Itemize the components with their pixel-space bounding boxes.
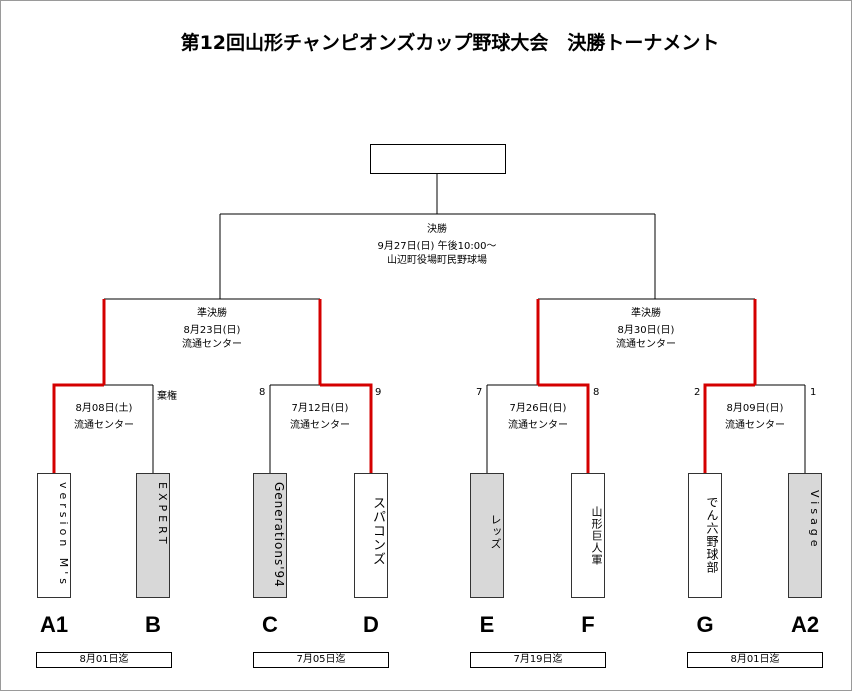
team-name: でん六野球部 bbox=[705, 496, 719, 574]
semifinal-date: 8月23日(日) bbox=[183, 325, 241, 336]
r1m3-red-path bbox=[538, 383, 590, 473]
round1-match-2-info: 7月12日(日) 流通センター bbox=[270, 400, 370, 434]
team-box-c: Generations'94 bbox=[253, 473, 287, 598]
semifinal-2-info: 準決勝 8月30日(日) 流通センター bbox=[586, 305, 706, 351]
match-venue: 流通センター bbox=[508, 420, 568, 431]
deadline-box-4: 8月01日迄 bbox=[687, 652, 823, 668]
match-date: 7月12日(日) bbox=[291, 403, 349, 414]
slot-label-a1: A1 bbox=[39, 612, 69, 637]
round1-match-1-info: 8月08日(土) 流通センター bbox=[54, 400, 154, 434]
score-r1m1-right: 棄権 bbox=[157, 391, 177, 402]
slot-label-e: E bbox=[479, 612, 495, 637]
slot-label-a2: A2 bbox=[790, 612, 820, 637]
match-venue: 流通センター bbox=[74, 420, 134, 431]
round1-match-3-info: 7月26日(日) 流通センター bbox=[488, 400, 588, 434]
team-name: Generations'94 bbox=[272, 482, 286, 588]
team-name: レッズ bbox=[489, 514, 502, 550]
score-r1m3-right: 8 bbox=[593, 387, 600, 398]
deadline-box-2: 7月05日迄 bbox=[253, 652, 389, 668]
final-date: 9月27日(日) 午後10:00～ bbox=[377, 241, 497, 252]
team-name: EXPERT bbox=[156, 482, 169, 548]
slot-label-b: B bbox=[145, 612, 161, 637]
score-r1m2-left: 8 bbox=[259, 387, 266, 398]
semifinal-date: 8月30日(日) bbox=[617, 325, 675, 336]
score-r1m4-right: 1 bbox=[810, 387, 817, 398]
team-box-g: でん六野球部 bbox=[688, 473, 722, 598]
match-date: 8月08日(土) bbox=[75, 403, 133, 414]
deadline-box-3: 7月19日迄 bbox=[470, 652, 606, 668]
semifinal-venue: 流通センター bbox=[616, 339, 676, 350]
match-venue: 流通センター bbox=[725, 420, 785, 431]
deadline-box-1: 8月01日迄 bbox=[36, 652, 172, 668]
score-r1m2-right: 9 bbox=[375, 387, 382, 398]
slot-label-c: C bbox=[262, 612, 278, 637]
team-name: Visage bbox=[808, 490, 821, 551]
match-date: 8月09日(日) bbox=[726, 403, 784, 414]
team-box-a1: version M's bbox=[37, 473, 71, 598]
slot-label-f: F bbox=[581, 612, 595, 637]
semifinal-1-info: 準決勝 8月23日(日) 流通センター bbox=[152, 305, 272, 351]
team-box-d: スパコンズ bbox=[354, 473, 388, 598]
final-label: 決勝 bbox=[427, 224, 447, 235]
slot-label-g: G bbox=[696, 612, 714, 637]
score-r1m3-left: 7 bbox=[476, 387, 483, 398]
team-name: スパコンズ bbox=[370, 496, 385, 566]
team-name: version M's bbox=[57, 482, 70, 589]
team-box-a2: Visage bbox=[788, 473, 822, 598]
team-box-f: 山形巨人軍 bbox=[571, 473, 605, 598]
r1m1-red-path bbox=[52, 383, 104, 473]
semifinal-label: 準決勝 bbox=[197, 308, 227, 319]
champion-box bbox=[370, 144, 506, 174]
team-name: 山形巨人軍 bbox=[590, 506, 603, 566]
match-venue: 流通センター bbox=[290, 420, 350, 431]
r1m4-red-path bbox=[703, 383, 755, 473]
semifinal-venue: 流通センター bbox=[182, 339, 242, 350]
score-r1m4-left: 2 bbox=[694, 387, 701, 398]
round1-match-4-info: 8月09日(日) 流通センター bbox=[705, 400, 805, 434]
slot-label-d: D bbox=[363, 612, 379, 637]
page-title: 第12回山形チャンピオンズカップ野球大会 決勝トーナメント bbox=[180, 32, 720, 54]
final-venue: 山辺町役場町民野球場 bbox=[387, 255, 487, 266]
final-info: 決勝 9月27日(日) 午後10:00～ 山辺町役場町民野球場 bbox=[337, 221, 537, 267]
r1m2-red-path bbox=[320, 383, 373, 473]
match-date: 7月26日(日) bbox=[509, 403, 567, 414]
team-box-e: レッズ bbox=[470, 473, 504, 598]
team-box-b: EXPERT bbox=[136, 473, 170, 598]
semifinal-label: 準決勝 bbox=[631, 308, 661, 319]
